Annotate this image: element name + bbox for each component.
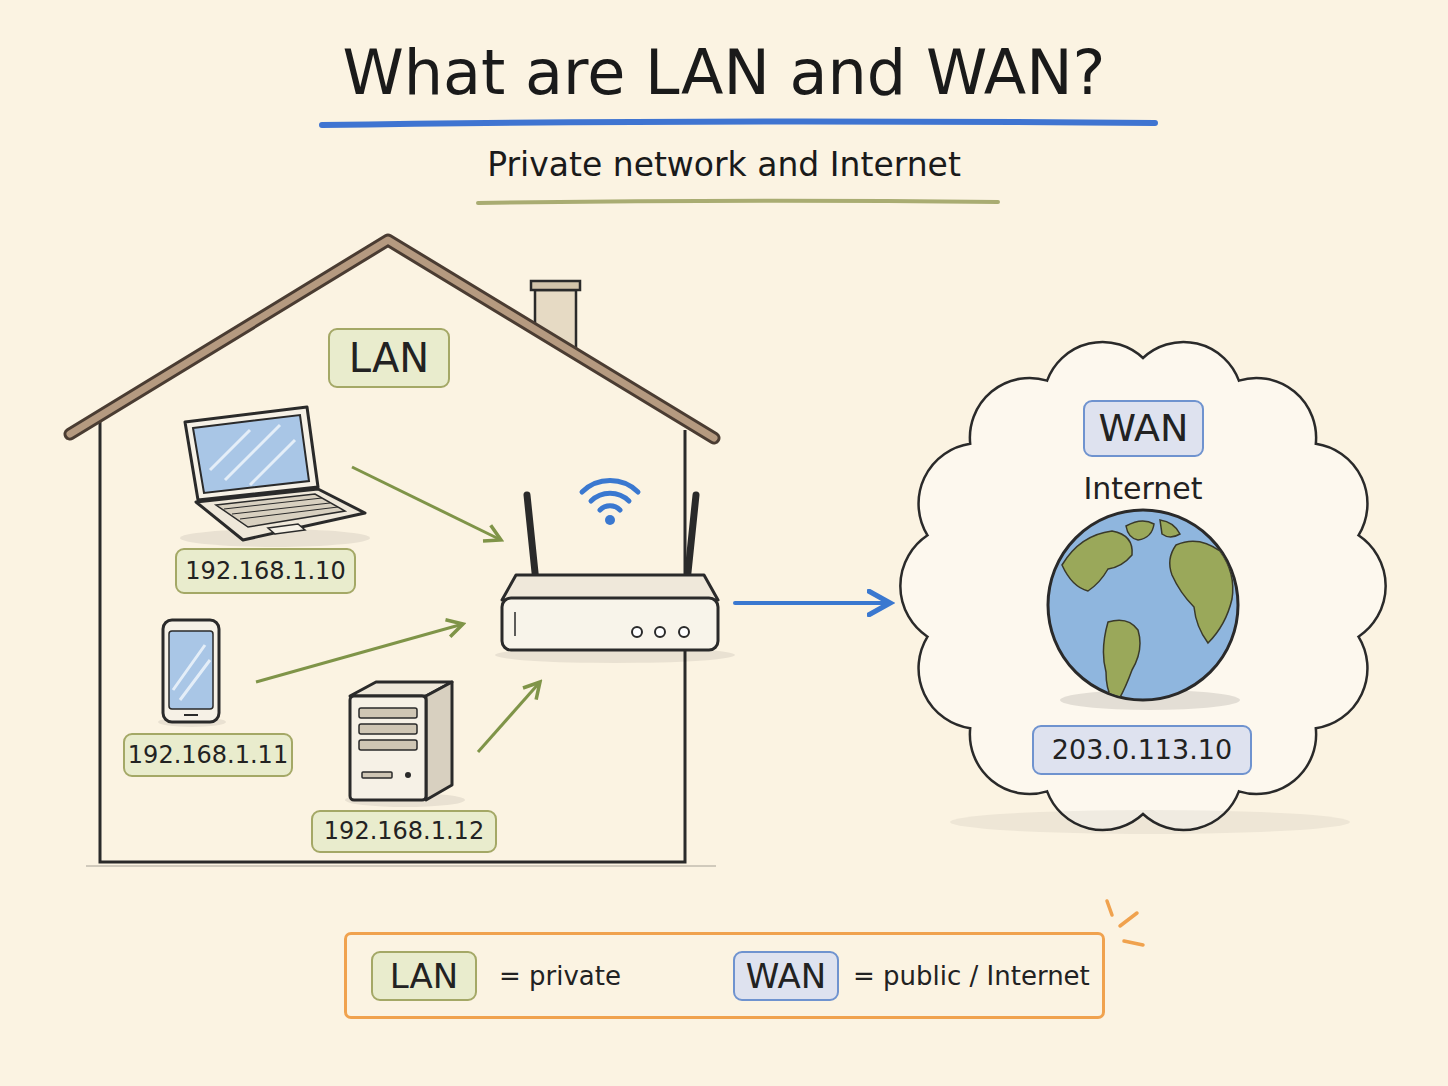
ip-address-box: 192.168.1.11 [123, 733, 293, 777]
house-walls [100, 422, 685, 862]
wifi-wave [582, 481, 638, 492]
laptop-touchpad [268, 524, 305, 534]
server-slot [359, 740, 417, 750]
laptop-base [196, 489, 365, 540]
wan-cloud: 203.0.113.10 WAN Internet [900, 336, 1386, 836]
shadow [345, 793, 465, 807]
shadow [495, 647, 735, 663]
diagram-caption: Private network and Internet [0, 145, 1448, 184]
phone-body [163, 620, 219, 722]
server-front [350, 696, 426, 800]
router-top [502, 575, 718, 600]
router-antenna [687, 495, 696, 582]
laptop-keyboard [216, 494, 345, 527]
cloud-outline [900, 342, 1385, 830]
server-side [426, 682, 452, 800]
roof-fill [70, 240, 714, 438]
router-light [655, 627, 665, 637]
keyboard-rows [224, 498, 338, 519]
router-light [632, 627, 642, 637]
ground-line [86, 866, 716, 867]
ip-address-box: 203.0.113.10 [1032, 725, 1252, 775]
continent [1126, 521, 1154, 540]
shadow [180, 529, 370, 547]
phone-button [184, 714, 198, 716]
router-light [679, 627, 689, 637]
continent [1170, 541, 1233, 643]
shadow [1060, 690, 1240, 710]
server-top [350, 682, 452, 696]
ip-address: 203.0.113.10 [1034, 727, 1250, 773]
router-vent [514, 612, 516, 636]
title-underline [322, 121, 1155, 125]
legend-swatch: WAN [733, 951, 839, 1001]
uplink-arrow [735, 601, 890, 605]
shadow [158, 717, 226, 727]
ip-address: 192.168.1.12 [313, 812, 495, 851]
continent [1160, 520, 1180, 537]
caption-underline [478, 201, 998, 203]
device-arrow [478, 682, 540, 752]
server-slot [359, 724, 417, 734]
wifi-dot [605, 515, 615, 525]
diagram-title: What are LAN and WAN? [0, 36, 1448, 109]
device-arrow [256, 624, 463, 682]
screen-glare [173, 645, 210, 700]
laptop-screen [193, 415, 309, 493]
router-body [502, 598, 718, 650]
server-slot [359, 708, 417, 718]
ip-address-box: 192.168.1.12 [311, 810, 497, 853]
wifi-wave [600, 506, 620, 510]
server-drive [362, 772, 392, 778]
device-arrow [352, 467, 501, 540]
phone-screen [169, 631, 213, 709]
legend-text: = public / Internet [853, 963, 1090, 989]
wifi-wave [591, 493, 629, 501]
network-badge: WAN [1083, 400, 1204, 457]
globe [1048, 510, 1238, 700]
legend-swatch: LAN [371, 951, 477, 1001]
legend-key: LAN [390, 956, 458, 996]
shadow [950, 810, 1350, 834]
laptop-lid [185, 407, 318, 500]
ip-address: 192.168.1.11 [125, 735, 291, 775]
sparkle [1107, 901, 1143, 945]
screen-glare [210, 425, 295, 485]
network-badge: LAN [328, 328, 450, 388]
continent [1103, 620, 1140, 704]
ip-address: 192.168.1.10 [177, 550, 354, 592]
ip-address-box: 192.168.1.10 [175, 548, 356, 594]
server-light [405, 772, 411, 778]
legend-text: = private [499, 963, 621, 989]
lan-house: 192.168.1.10 192.168.1.11 192.168.1.12 LAN [66, 236, 718, 866]
router-antenna [527, 495, 536, 582]
legend-key: WAN [746, 956, 826, 996]
roof [70, 240, 714, 438]
chimney-cap [531, 281, 580, 290]
network-subtitle: Internet [1018, 468, 1268, 508]
legend-box: LAN = private WAN = public / Internet [344, 932, 1105, 1019]
continent [1062, 531, 1132, 591]
